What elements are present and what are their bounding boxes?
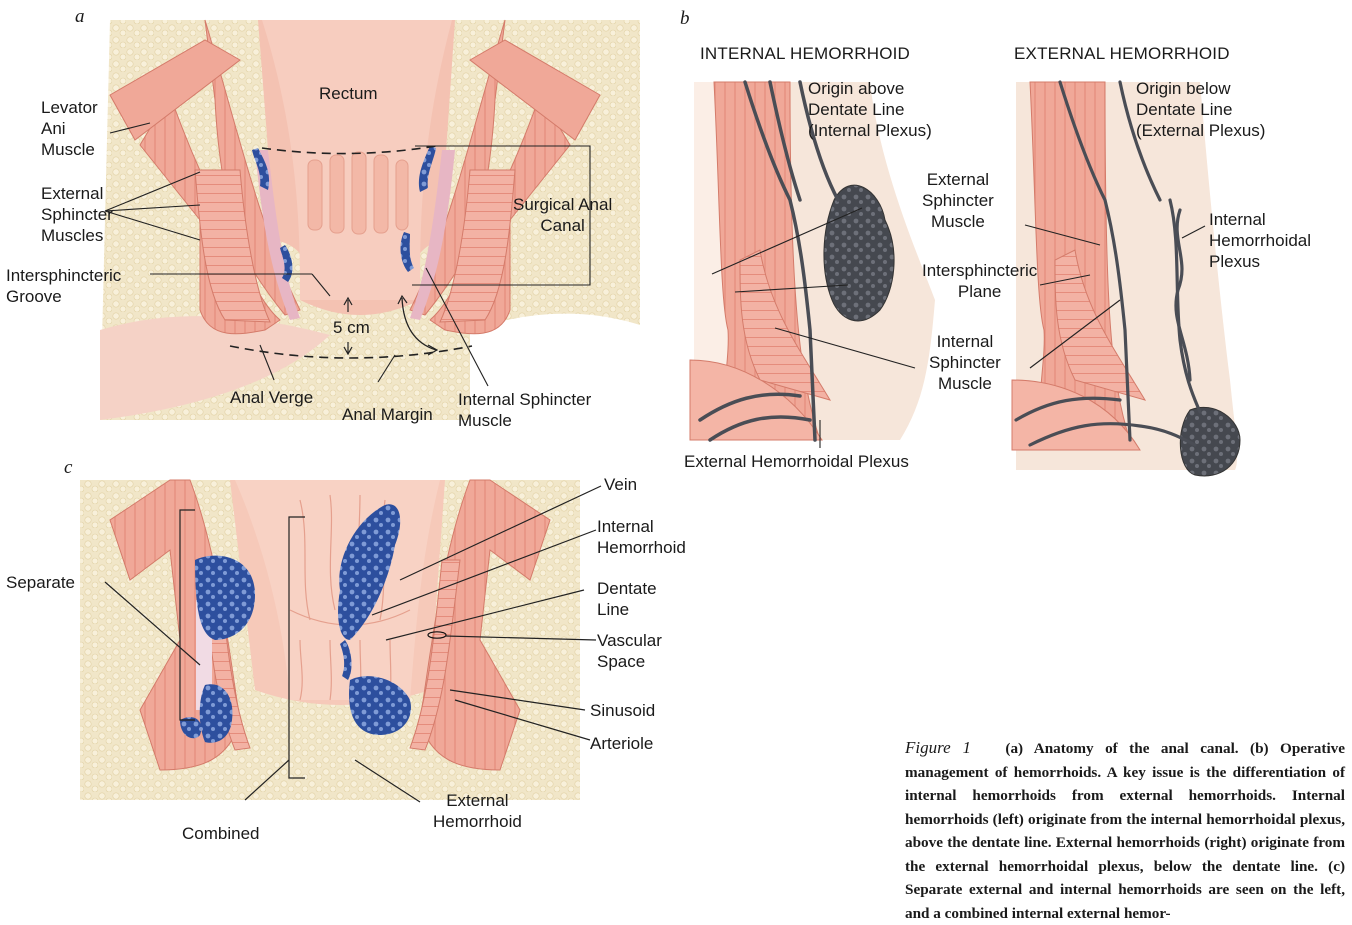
vascular-space-label: Vascular Space bbox=[597, 630, 662, 672]
internal-hemorrhoidal-plexus-label: Internal Hemorrhoidal Plexus bbox=[1209, 209, 1311, 272]
caption-text: (a) Anatomy of the anal canal. (b) Opera… bbox=[905, 740, 1345, 922]
internal-hemorrhoid-heading: INTERNAL HEMORRHOID bbox=[700, 44, 910, 64]
canal-length-label: 5 cm bbox=[333, 317, 370, 338]
external-hemorrhoidal-plexus-label: External Hemorrhoidal Plexus bbox=[684, 451, 909, 472]
internal-sphincter-muscle-label: Internal Sphincter Muscle bbox=[458, 389, 591, 431]
external-hemorrhoid-label: External Hemorrhoid bbox=[433, 790, 522, 832]
external-sphincter-muscle-label: External Sphincter Muscle bbox=[922, 169, 994, 232]
surgical-anal-canal-label: Surgical Anal Canal bbox=[513, 194, 612, 236]
anal-margin-label: Anal Margin bbox=[342, 404, 433, 425]
arteriole-label: Arteriole bbox=[590, 733, 653, 754]
panel-a-letter: a bbox=[75, 6, 85, 28]
combined-label: Combined bbox=[182, 823, 260, 844]
internal-sphincter-label: Internal Sphincter Muscle bbox=[929, 331, 1001, 394]
intersphincteric-plane-label: Intersphincteric Plane bbox=[922, 260, 1037, 302]
panel-b-right-art bbox=[1012, 82, 1240, 476]
panel-c-letter: c bbox=[64, 457, 72, 479]
intersphincteric-groove-label: Intersphincteric Groove bbox=[6, 265, 121, 307]
panel-c-art bbox=[80, 480, 601, 802]
origin-above-label: Origin above Dentate Line (Internal Plex… bbox=[808, 78, 932, 141]
internal-hemorrhoid-label: Internal Hemorrhoid bbox=[597, 516, 686, 558]
figure-label: Figure 1 bbox=[905, 738, 971, 757]
vein-label: Vein bbox=[604, 474, 637, 495]
figure-caption: Figure 1 (a) Anatomy of the anal canal. … bbox=[905, 736, 1345, 925]
separate-label: Separate bbox=[6, 572, 75, 593]
external-sphincter-muscles-label: External Sphincter Muscles bbox=[41, 183, 113, 246]
dentate-line-label: Dentate Line bbox=[597, 578, 657, 620]
levator-ani-label: Levator Ani Muscle bbox=[41, 97, 98, 160]
sinusoid-label: Sinusoid bbox=[590, 700, 655, 721]
external-hemorrhoid-heading: EXTERNAL HEMORRHOID bbox=[1014, 44, 1230, 64]
anal-verge-label: Anal Verge bbox=[230, 387, 313, 408]
origin-below-label: Origin below Dentate Line (External Plex… bbox=[1136, 78, 1265, 141]
rectum-label: Rectum bbox=[319, 83, 378, 104]
panel-b-letter: b bbox=[680, 8, 690, 30]
